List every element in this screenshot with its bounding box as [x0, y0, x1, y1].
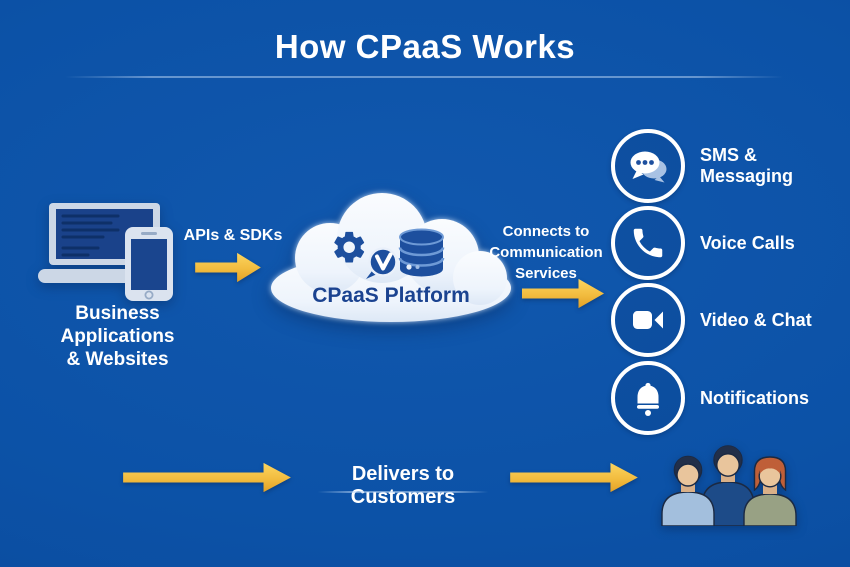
gear-icon	[334, 231, 365, 263]
title-divider	[65, 76, 783, 78]
service-label: Voice Calls	[700, 232, 795, 253]
cloud-icon	[271, 193, 511, 322]
page-title: How CPaaS Works	[274, 28, 576, 65]
check-badge-icon	[366, 247, 398, 279]
service-sms-messaging: SMS & Messaging	[611, 129, 793, 203]
service-label: Video & Chat	[700, 309, 812, 330]
delivery-arrow-right-icon	[510, 462, 638, 493]
service-video-chat: Video & Chat	[611, 283, 812, 357]
api-sdk-label: APIs & SDKs	[183, 227, 283, 244]
delivers-label: Delivers to Customers	[350, 463, 456, 508]
source-label: Business Applications & Websites	[60, 303, 175, 370]
delivery-arrow-left-icon	[123, 462, 291, 493]
api-arrow-icon	[195, 252, 261, 283]
cpaas-cloud: CPaaS Platform	[268, 186, 514, 324]
service-voice-calls: Voice Calls	[611, 206, 795, 280]
service-notifications: Notifications	[611, 361, 809, 435]
bell-icon	[611, 361, 685, 435]
phone-handset-icon	[611, 206, 685, 280]
service-label: SMS & Messaging	[700, 145, 794, 186]
delivers-underline	[318, 491, 488, 493]
service-label: Notifications	[700, 387, 810, 408]
connect-label: Connects to Communication Services	[489, 223, 603, 282]
people-group-icon	[661, 445, 797, 526]
cloud-platform-label: CPaaS Platform	[312, 284, 470, 307]
connect-arrow-icon	[521, 278, 605, 309]
laptop-and-phone-icon	[38, 203, 173, 301]
database-icon	[398, 228, 445, 277]
chat-bubbles-icon	[611, 129, 685, 203]
video-camera-icon	[611, 283, 685, 357]
